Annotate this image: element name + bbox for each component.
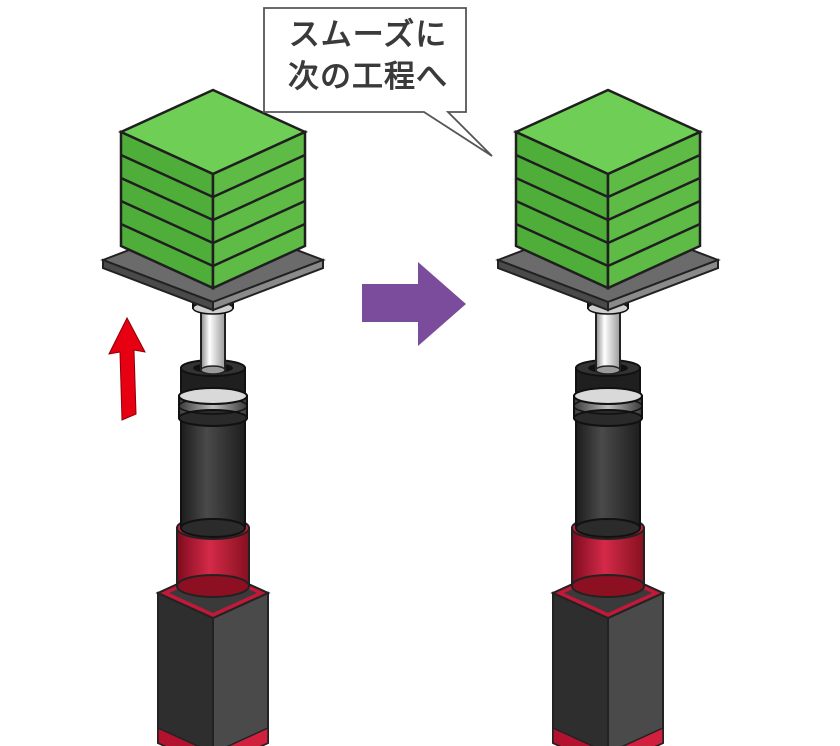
left-lifter <box>101 88 325 746</box>
speech-bubble <box>263 7 493 157</box>
red-up-arrow-icon <box>108 316 146 421</box>
purple-right-arrow-icon <box>362 262 466 346</box>
callout-text: スムーズに 次の工程へ <box>270 14 466 98</box>
right-lifter <box>496 88 720 746</box>
callout-line-2: 次の工程へ <box>288 59 448 95</box>
callout-line-1: スムーズに <box>288 17 448 53</box>
